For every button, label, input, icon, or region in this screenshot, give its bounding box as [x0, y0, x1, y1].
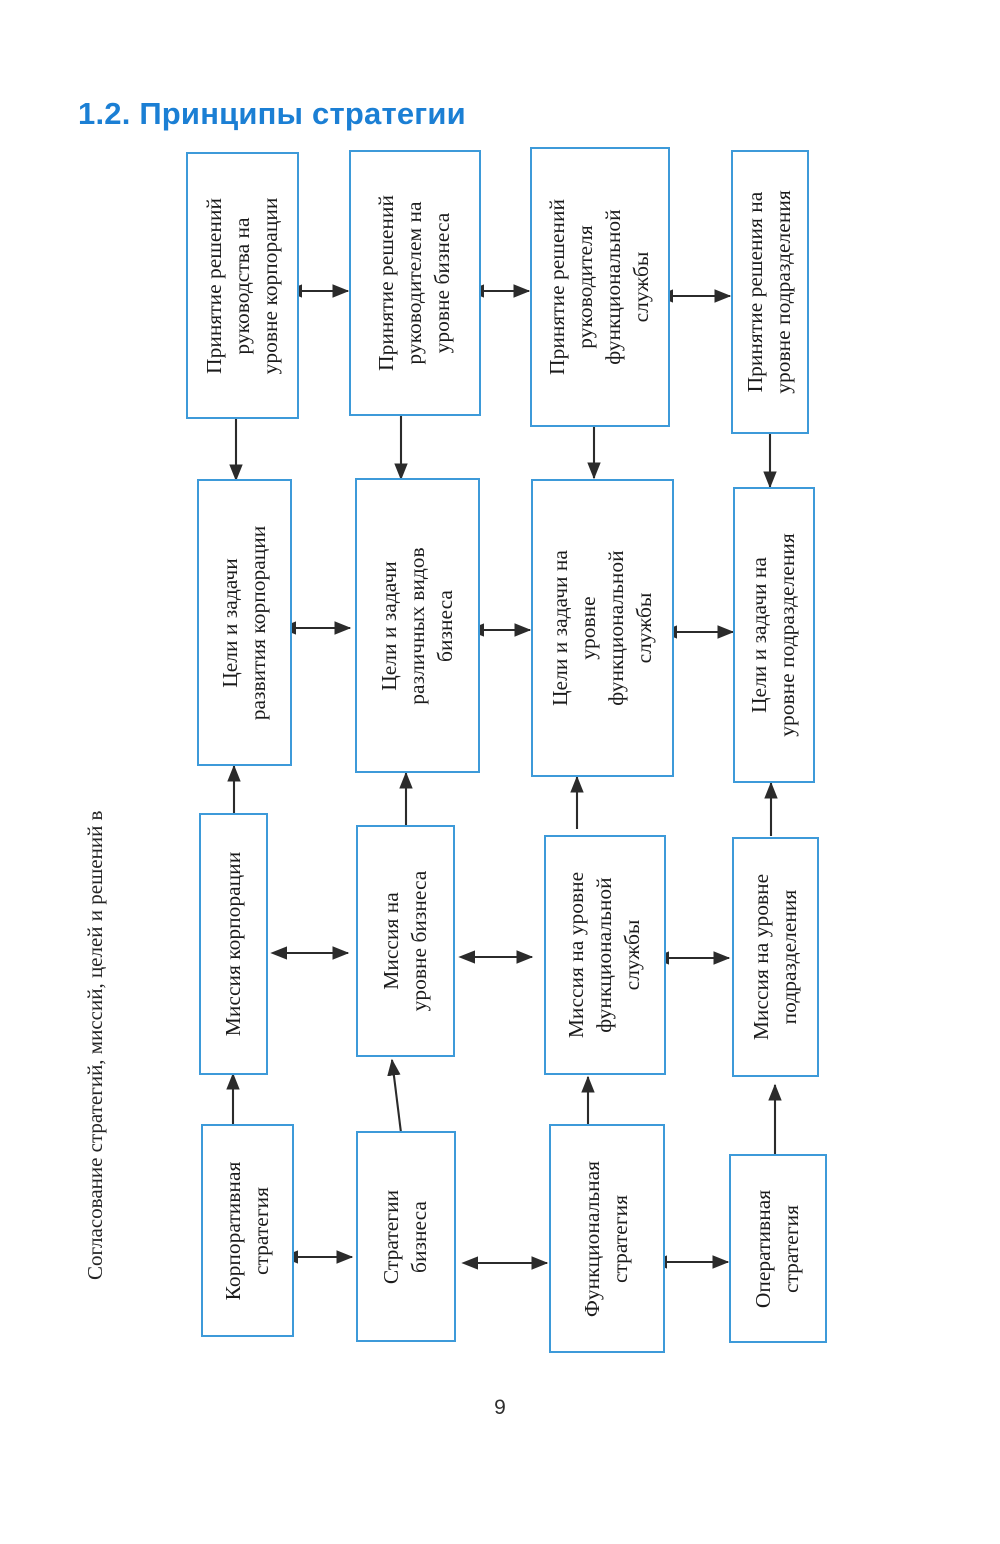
node-label: Принятие решения на уровне подразделения [743, 190, 795, 394]
node-goals-corporate[interactable]: Цели и задачи развития корпорации [197, 479, 292, 766]
node-label: Цели и задачи на уровне функциональной с… [547, 550, 656, 706]
node-mission-functional-service[interactable]: Миссия на уровне функциональной службы [544, 835, 666, 1075]
node-label: Цели и задачи различных видов бизнеса [376, 546, 457, 705]
node-label: Принятие решений руководителем на уровне… [374, 195, 454, 371]
node-mission-corporate[interactable]: Миссия корпорации [199, 813, 268, 1075]
node-strategy-operational[interactable]: Оперативная стратегия [729, 1154, 827, 1343]
node-goals-unit[interactable]: Цели и задачи на уровне подразделения [733, 487, 815, 783]
node-label: Миссия на уровне бизнеса [378, 870, 431, 1012]
node-strategy-functional[interactable]: Функциональная стратегия [549, 1124, 665, 1353]
node-label: Миссия корпорации [220, 851, 245, 1037]
node-label: Принятие решений руководства на уровне к… [201, 197, 282, 374]
node-label: Цели и задачи на уровне подразделения [747, 533, 799, 737]
node-label: Цели и задачи развития корпорации [217, 525, 270, 720]
page-title: 1.2. Принципы стратегии [78, 96, 466, 131]
page-number: 9 [494, 1396, 506, 1419]
node-strategy-business[interactable]: Стратегии бизнеса [356, 1131, 456, 1342]
node-goals-business[interactable]: Цели и задачи различных видов бизнеса [355, 478, 480, 773]
node-label: Миссия на уровне функциональной службы [564, 871, 644, 1039]
node-label: Оперативная стратегия [751, 1189, 803, 1308]
node-goals-functional-service[interactable]: Цели и задачи на уровне функциональной с… [531, 479, 674, 777]
node-mission-business[interactable]: Миссия на уровне бизнеса [356, 825, 455, 1057]
node-label: Стратегии бизнеса [379, 1189, 431, 1284]
node-label: Миссия на уровне подразделения [748, 873, 801, 1041]
node-mission-unit[interactable]: Миссия на уровне подразделения [732, 837, 819, 1077]
node-label: Принятие решений руководителя функционал… [545, 199, 653, 375]
node-decision-unit[interactable]: Принятие решения на уровне подразделения [731, 150, 809, 434]
node-label: Корпоративная стратегия [220, 1161, 273, 1300]
node-label: Функциональная стратегия [580, 1160, 632, 1317]
node-decision-functional-service[interactable]: Принятие решений руководителя функционал… [530, 147, 670, 427]
vertical-axis-caption: Согласование стратегий, миссий, целей и … [83, 810, 107, 1280]
node-decision-corporate[interactable]: Принятие решений руководства на уровне к… [186, 152, 299, 419]
node-decision-business[interactable]: Принятие решений руководителем на уровне… [349, 150, 481, 416]
node-strategy-corporate[interactable]: Корпоративная стратегия [201, 1124, 294, 1337]
